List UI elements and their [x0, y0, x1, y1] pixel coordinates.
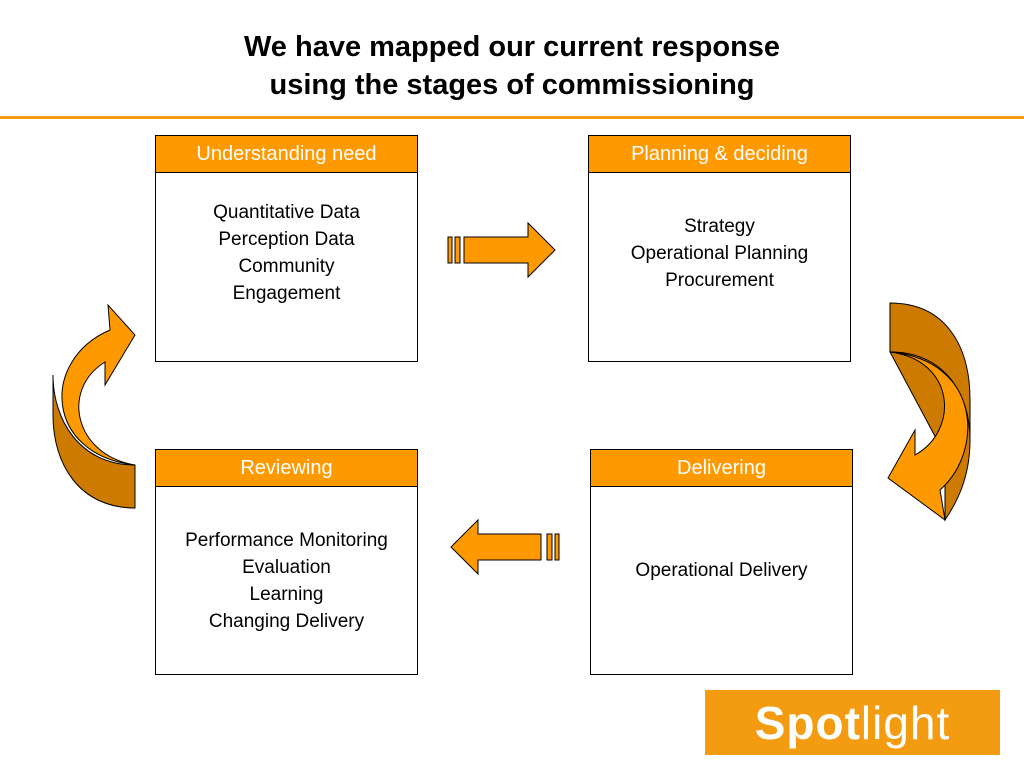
title-divider [0, 116, 1024, 119]
arrow-right-body [463, 221, 556, 279]
stage-header: Planning & deciding [589, 136, 850, 173]
arrow-right-stripe-2 [454, 236, 461, 264]
stage-item: Operational Planning [630, 243, 809, 264]
stage-header: Reviewing [156, 450, 417, 487]
arrow-left [450, 518, 560, 576]
arrow-left-body [450, 518, 542, 576]
stage-understanding-need: Understanding need Quantitative Data Per… [155, 135, 418, 362]
stage-reviewing: Reviewing Performance Monitoring Evaluat… [155, 449, 418, 675]
stage-item: Procurement [665, 270, 774, 291]
stage-item: Community [238, 256, 335, 277]
stage-item: Strategy [684, 216, 755, 237]
curved-arrow-left-back [52, 374, 136, 509]
stage-item: Operational Delivery [635, 560, 808, 581]
curved-arrow-right [887, 302, 971, 522]
stage-planning-deciding: Planning & deciding Strategy Operational… [588, 135, 851, 362]
curved-arrow-left-front [61, 303, 136, 466]
arrow-left-stripe-2 [554, 533, 560, 561]
title-line-2: using the stages of commissioning [269, 69, 755, 101]
stage-body: Performance Monitoring Evaluation Learni… [156, 487, 417, 674]
stage-item: Changing Delivery [208, 611, 365, 632]
stage-item: Engagement [232, 283, 341, 304]
arrow-left-stripe-1 [546, 533, 553, 561]
title-line-1: We have mapped our current response [243, 31, 781, 63]
arrow-right [447, 221, 556, 279]
stage-item: Quantitative Data [213, 202, 360, 223]
stage-body: Quantitative Data Perception Data Commun… [156, 173, 417, 361]
logo-text-light: light [860, 696, 951, 749]
stage-body: Operational Delivery [591, 487, 852, 674]
stage-header: Understanding need [156, 136, 417, 173]
stage-item: Learning [249, 584, 324, 605]
stage-delivering: Delivering Operational Delivery [590, 449, 853, 675]
curved-arrow-right-front [887, 351, 969, 522]
curved-arrow-left [52, 303, 136, 509]
stage-item: Perception Data [218, 229, 355, 250]
stage-item: Evaluation [242, 557, 331, 578]
logo-text-bold: Spot [754, 696, 861, 749]
stage-body: Strategy Operational Planning Procuremen… [589, 173, 850, 361]
stage-item: Performance Monitoring [185, 530, 388, 551]
stage-header: Delivering [591, 450, 852, 487]
slide-title: We have mapped our current response usin… [0, 28, 1024, 104]
arrow-right-stripe-1 [447, 236, 453, 264]
